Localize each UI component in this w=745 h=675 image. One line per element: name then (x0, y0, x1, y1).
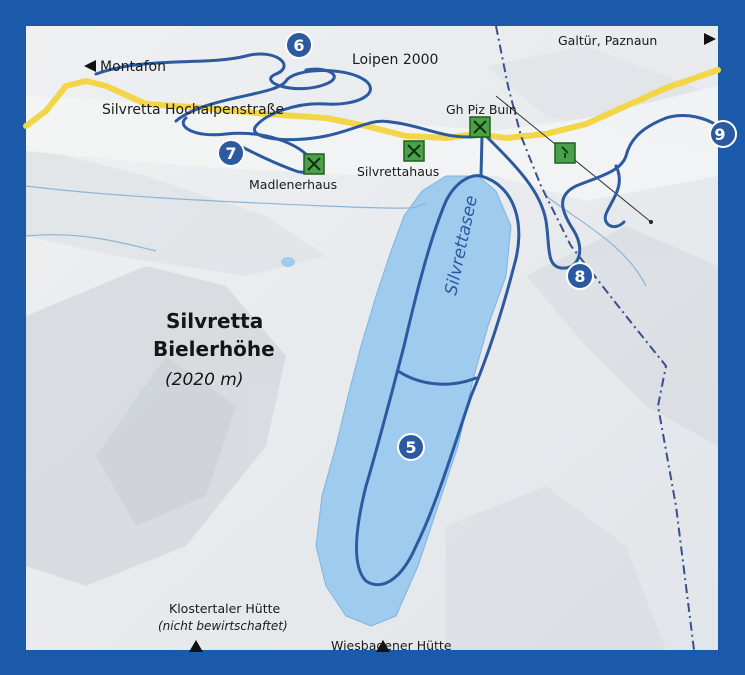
label-wiesbadener-huette: Wiesbadener Hütte (331, 638, 452, 653)
area-elevation: (2020 m) (165, 370, 244, 390)
pond (281, 257, 295, 267)
streams (25, 185, 647, 287)
trail-6-loop-b (174, 69, 393, 142)
trail-badge-7[interactable]: 7 (217, 139, 245, 167)
restaurant-icon[interactable] (303, 153, 325, 175)
label-gh-piz-buin: Gh Piz Buin (446, 102, 517, 117)
hut-icon (189, 640, 203, 652)
trail-badge-9-label: 9 (714, 125, 725, 144)
trail-badge-9[interactable]: 9 (709, 120, 737, 148)
trail-badge-8-label: 8 (574, 267, 585, 286)
silvrettasee-lake (315, 175, 512, 627)
label-silvrettahaus: Silvrettahaus (357, 164, 439, 179)
map-canvas: 5 6 7 8 9 (23, 25, 737, 653)
valley (26, 86, 718, 201)
label-galtuer: Galtür, Paznaun (558, 33, 657, 48)
trails (94, 52, 720, 587)
hut-icon (376, 640, 390, 652)
restaurant-icon[interactable] (469, 116, 491, 138)
trail-badge-7-label: 7 (225, 144, 236, 163)
trail-badge-6-label: 6 (293, 36, 304, 55)
label-loipen: Loipen 2000 (352, 52, 438, 68)
arrow-left-icon[interactable] (84, 60, 96, 72)
trail-map: 5 6 7 8 9 (23, 25, 737, 653)
area-name-line2: Bielerhöhe (153, 337, 275, 361)
label-nicht-bewirtschaftet: (nicht bewirtschaftet) (158, 619, 288, 633)
lift-station (649, 220, 653, 224)
label-hochalpenstrasse: Silvretta Hochalpenstraße (102, 102, 284, 118)
trail-badge-8[interactable]: 8 (566, 262, 594, 290)
label-madlenerhaus: Madlenerhaus (249, 177, 337, 192)
trail-9-branch (603, 164, 626, 228)
hochalpenstrasse-road (23, 67, 721, 141)
arrow-right-icon[interactable] (704, 33, 716, 45)
label-montafon: Montafon (100, 59, 166, 75)
trail-badge-5[interactable]: 5 (397, 433, 425, 461)
lift-icon[interactable] (554, 142, 576, 164)
trail-8-path (484, 116, 668, 270)
trail-6-loop (94, 52, 336, 91)
trail-lake-loop (355, 174, 521, 587)
area-name-line1: Silvretta (166, 309, 263, 333)
trail-badge-5-label: 5 (405, 438, 416, 457)
restaurant-icon[interactable] (403, 140, 425, 162)
trail-lake-divider (396, 369, 478, 386)
trail-badge-6[interactable]: 6 (285, 31, 313, 59)
border-line (495, 25, 695, 651)
trail-piz-buin-connector (479, 134, 484, 178)
label-klostertaler-huette: Klostertaler Hütte (169, 601, 281, 616)
